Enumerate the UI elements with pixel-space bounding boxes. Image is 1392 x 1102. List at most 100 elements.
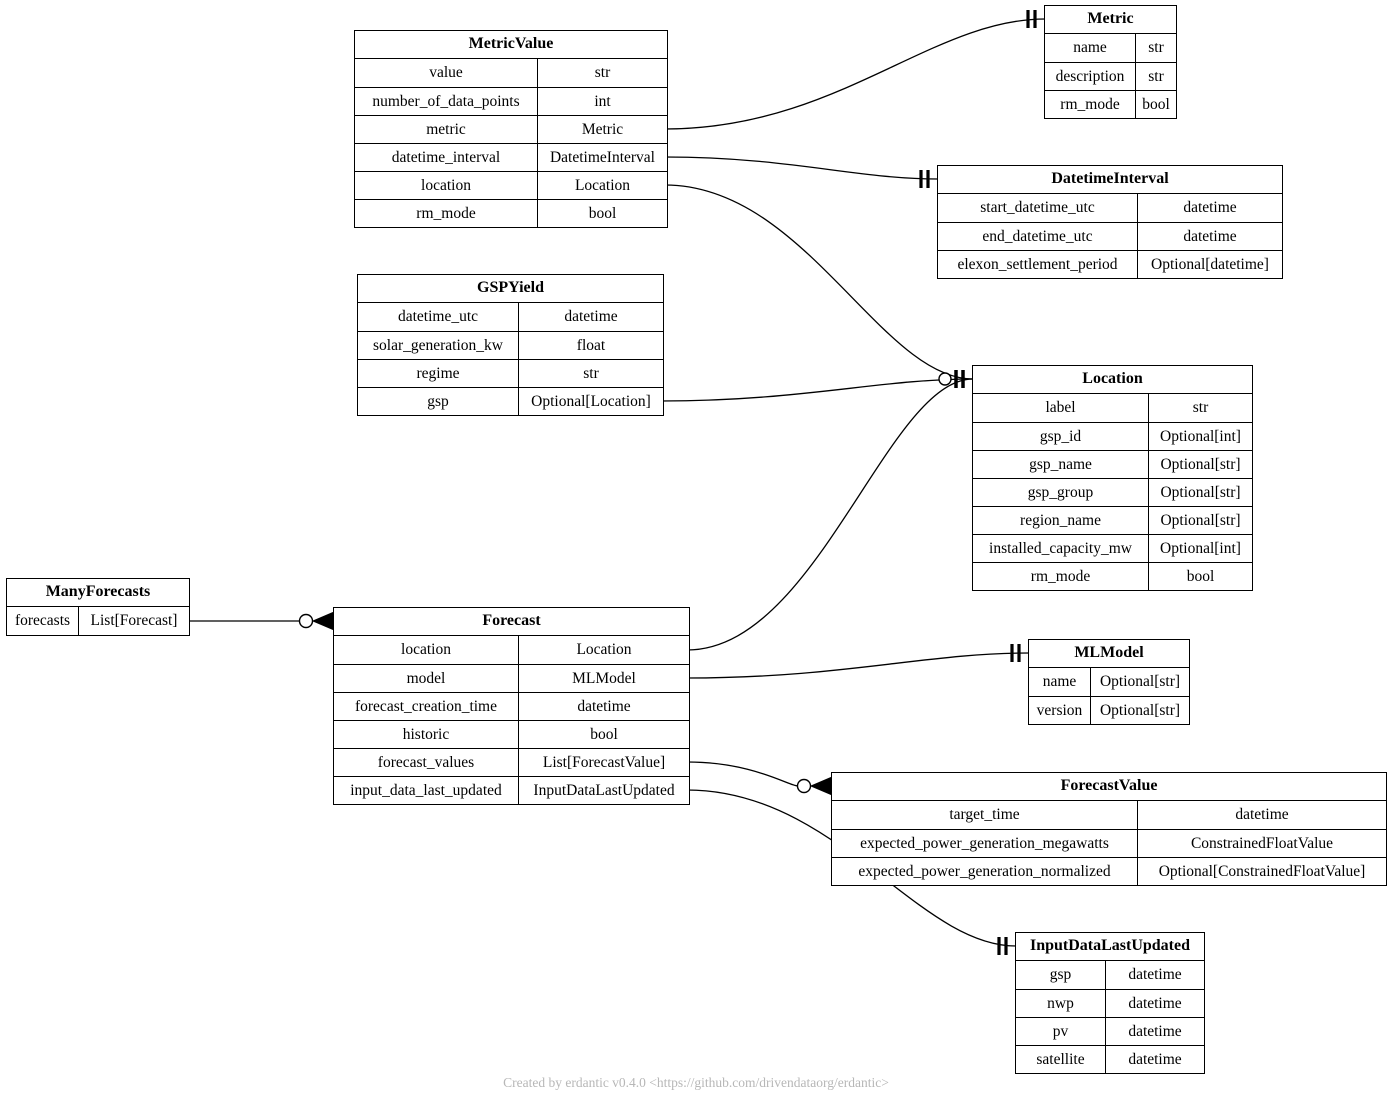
field-name: location bbox=[355, 172, 538, 199]
field-type: datetime bbox=[1235, 806, 1289, 823]
field-name: forecasts bbox=[7, 607, 79, 635]
field-row: nwp datetime bbox=[1016, 989, 1204, 1017]
field-type: Optional[int] bbox=[1160, 539, 1241, 557]
field-type: datetime bbox=[1128, 1050, 1182, 1068]
field-row: forecast_creation_time datetime bbox=[334, 692, 689, 720]
field-name: name bbox=[1029, 668, 1091, 696]
field-type: Optional[Location] bbox=[531, 392, 651, 410]
field-row: target_time datetime bbox=[832, 801, 1386, 829]
field-row: satellite datetime bbox=[1016, 1045, 1204, 1073]
field-name: pv bbox=[1016, 1018, 1106, 1045]
cardinality-zero-circle bbox=[298, 613, 314, 629]
field-type: datetime bbox=[1128, 966, 1182, 983]
footer-credit: Created by erdantic v0.4.0 <https://gith… bbox=[503, 1075, 889, 1090]
field-type: DatetimeInterval bbox=[549, 148, 655, 166]
field-type: Optional[datetime] bbox=[1151, 255, 1269, 273]
cardinality-many-crowfoot bbox=[311, 611, 334, 631]
field-name: satellite bbox=[1016, 1046, 1106, 1073]
field-type: InputDataLastUpdated bbox=[533, 781, 675, 799]
field-type: Optional[str] bbox=[1099, 701, 1181, 719]
field-row: rm_mode bool bbox=[1045, 90, 1176, 118]
field-type: datetime bbox=[1183, 199, 1237, 216]
field-row: expected_power_generation_normalized Opti… bbox=[832, 857, 1386, 885]
field-row: datetime_interval DatetimeInterval bbox=[355, 143, 667, 171]
field-name: datetime_interval bbox=[355, 144, 538, 171]
field-name: label bbox=[973, 394, 1149, 422]
field-type: bool bbox=[1142, 95, 1170, 113]
field-type: Optional[ConstrainedFloatValue] bbox=[1158, 862, 1366, 880]
field-name: rm_mode bbox=[1045, 91, 1136, 118]
field-type: List[ForecastValue] bbox=[542, 753, 666, 771]
relationship-edge bbox=[686, 761, 799, 787]
field-name: datetime_utc bbox=[358, 303, 519, 331]
field-name: number_of_data_points bbox=[355, 88, 538, 115]
field-name: expected_power_generation_megawatts bbox=[832, 830, 1138, 857]
field-name: start_datetime_utc bbox=[938, 194, 1138, 222]
field-row: gsp Optional[Location] bbox=[358, 387, 663, 415]
field-row: description str bbox=[1045, 62, 1176, 90]
field-name: forecast_values bbox=[334, 749, 519, 776]
field-type: datetime bbox=[1128, 994, 1182, 1012]
entity-title: Forecast bbox=[334, 608, 689, 636]
field-name: metric bbox=[355, 116, 538, 143]
field-type: Optional[str] bbox=[1099, 673, 1181, 690]
cardinality-zero-circle bbox=[796, 778, 812, 794]
field-type: datetime bbox=[564, 308, 618, 325]
field-type: str bbox=[1148, 39, 1164, 56]
field-name: model bbox=[334, 665, 519, 692]
cardinality-zero-circle bbox=[938, 372, 952, 386]
field-type: str bbox=[1148, 67, 1164, 85]
field-name: gsp bbox=[358, 388, 519, 415]
relationship-edge bbox=[664, 156, 939, 180]
field-name: historic bbox=[334, 721, 519, 748]
field-type: str bbox=[583, 364, 599, 382]
entity-title: ManyForecasts bbox=[7, 579, 189, 607]
field-name: regime bbox=[358, 360, 519, 387]
field-name: forecast_creation_time bbox=[334, 693, 519, 720]
entity-title: Location bbox=[973, 366, 1252, 394]
field-name: description bbox=[1045, 63, 1136, 90]
relationship-edge bbox=[664, 18, 1046, 130]
field-type: List[Forecast] bbox=[90, 612, 178, 629]
field-type: str bbox=[594, 64, 611, 81]
field-row: rm_mode bool bbox=[973, 562, 1252, 590]
field-name: target_time bbox=[832, 801, 1138, 829]
field-name: nwp bbox=[1016, 990, 1106, 1017]
field-row: name Optional[str] bbox=[1029, 668, 1189, 696]
field-type: Metric bbox=[581, 120, 624, 138]
field-row: forecast_values List[ForecastValue] bbox=[334, 748, 689, 776]
field-type: int bbox=[594, 92, 611, 110]
field-name: rm_mode bbox=[973, 563, 1149, 590]
field-type: datetime bbox=[577, 697, 631, 715]
field-type: bool bbox=[1186, 567, 1215, 585]
field-name: expected_power_generation_normalized bbox=[832, 858, 1138, 885]
field-type: Optional[int] bbox=[1160, 427, 1241, 445]
field-row: input_data_last_updated InputDataLastUpda… bbox=[334, 776, 689, 804]
relationship-edge bbox=[686, 652, 1030, 679]
field-type: Optional[str] bbox=[1160, 455, 1241, 473]
field-name: input_data_last_updated bbox=[334, 777, 519, 804]
